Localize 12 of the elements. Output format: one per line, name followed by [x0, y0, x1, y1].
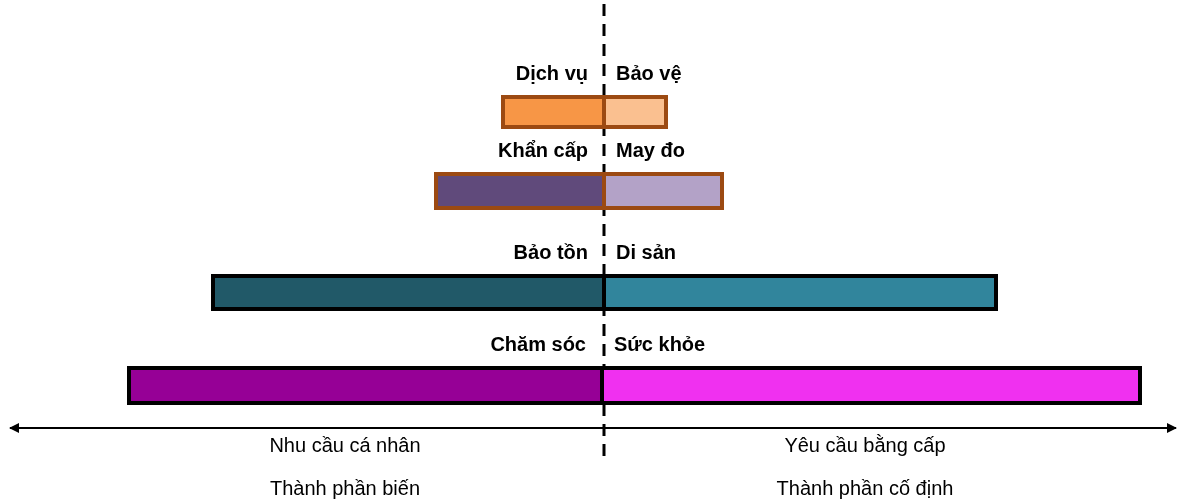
- axis-label: Thành phần cố định: [776, 476, 954, 500]
- axis-label: Nhu cầu cá nhân: [269, 433, 421, 457]
- axis-label: Thành phần biến: [269, 476, 421, 500]
- bar-label: Khẩn cấp: [497, 138, 588, 162]
- bar-label: Bảo vệ: [616, 61, 682, 85]
- axis-label: Yêu cầu bằng cấp: [784, 433, 946, 457]
- bar-label: May đo: [616, 138, 685, 162]
- bar-label: Bảo tồn: [513, 240, 588, 264]
- bar-label: Di sản: [616, 240, 677, 264]
- bar-label: Sức khỏe: [614, 332, 706, 356]
- bar-label: Dịch vụ: [515, 61, 588, 85]
- bar-label: Chăm sóc: [490, 332, 586, 356]
